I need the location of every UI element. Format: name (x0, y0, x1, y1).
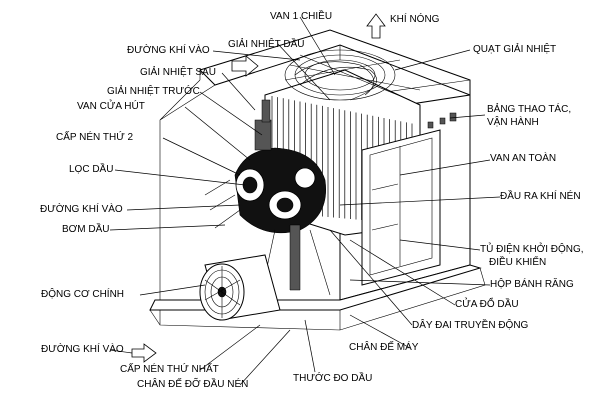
label-first-stage: CẤP NÉN THỨ NHẤT (120, 364, 219, 375)
leader-lines (109, 16, 501, 386)
label-cooling-fan: QUẠT GIẢI NHIỆT (473, 44, 557, 55)
label-compressor-support: CHÂN ĐẾ ĐỠ ĐẦU NÉN (137, 379, 249, 390)
label-air-intake-bottom: ĐƯỜNG KHÍ VÀO (41, 344, 124, 355)
label-control-panel-line1: BẢNG THAO TÁC, (487, 104, 572, 115)
fan-grille (284, 49, 421, 101)
label-intercooler: GIẢI NHIỆT TRƯỚC (107, 86, 200, 97)
label-oil-dipstick: THƯỚC ĐO DẦU (293, 373, 373, 384)
label-air-intake-top: ĐƯỜNG KHÍ VÀO (127, 45, 210, 56)
label-aftercooler: GIẢI NHIỆT SAU (140, 67, 216, 78)
label-starter-cabinet-line1: TỦ ĐIỆN KHỞI ĐỘNG, (480, 244, 584, 255)
label-compressed-air-outlet: ĐẦU RA KHÍ NÉN (500, 191, 581, 202)
label-check-valve: VAN 1 CHIỀU (270, 11, 333, 22)
label-oil-pump: BƠM DẦU (62, 224, 110, 235)
compressor-stages (204, 99, 331, 301)
label-drive-belt: DÂY ĐAI TRUYỀN ĐỘNG (412, 320, 529, 331)
label-machine-base: CHÂN ĐẾ MÁY (349, 342, 419, 353)
label-oil-cooler: GIẢI NHIỆT DẦU (228, 39, 305, 50)
main-motor (199, 254, 281, 321)
airflow-arrows (131, 13, 386, 363)
label-hot-air: KHÍ NÓNG (390, 14, 440, 25)
label-air-intake-mid: ĐƯỜNG KHÍ VÀO (40, 204, 123, 215)
label-intake-valve: VAN CỬA HÚT (77, 101, 145, 112)
label-gearbox: HỘP BÁNH RĂNG (490, 279, 574, 290)
label-safety-valve: VAN AN TOÀN (490, 153, 557, 164)
control-cabinet (361, 112, 457, 286)
label-second-stage: CẤP NÉN THỨ 2 (56, 132, 134, 143)
label-oil-filler: CỬA ĐỔ DẦU (455, 299, 519, 310)
label-control-panel-line2: VẬN HÀNH (487, 117, 539, 128)
label-starter-cabinet-line2: ĐIỀU KHIỂN (489, 257, 547, 268)
label-oil-filter: LỌC DẦU (69, 164, 114, 175)
label-main-motor: ĐỘNG CƠ CHÍNH (41, 289, 125, 300)
